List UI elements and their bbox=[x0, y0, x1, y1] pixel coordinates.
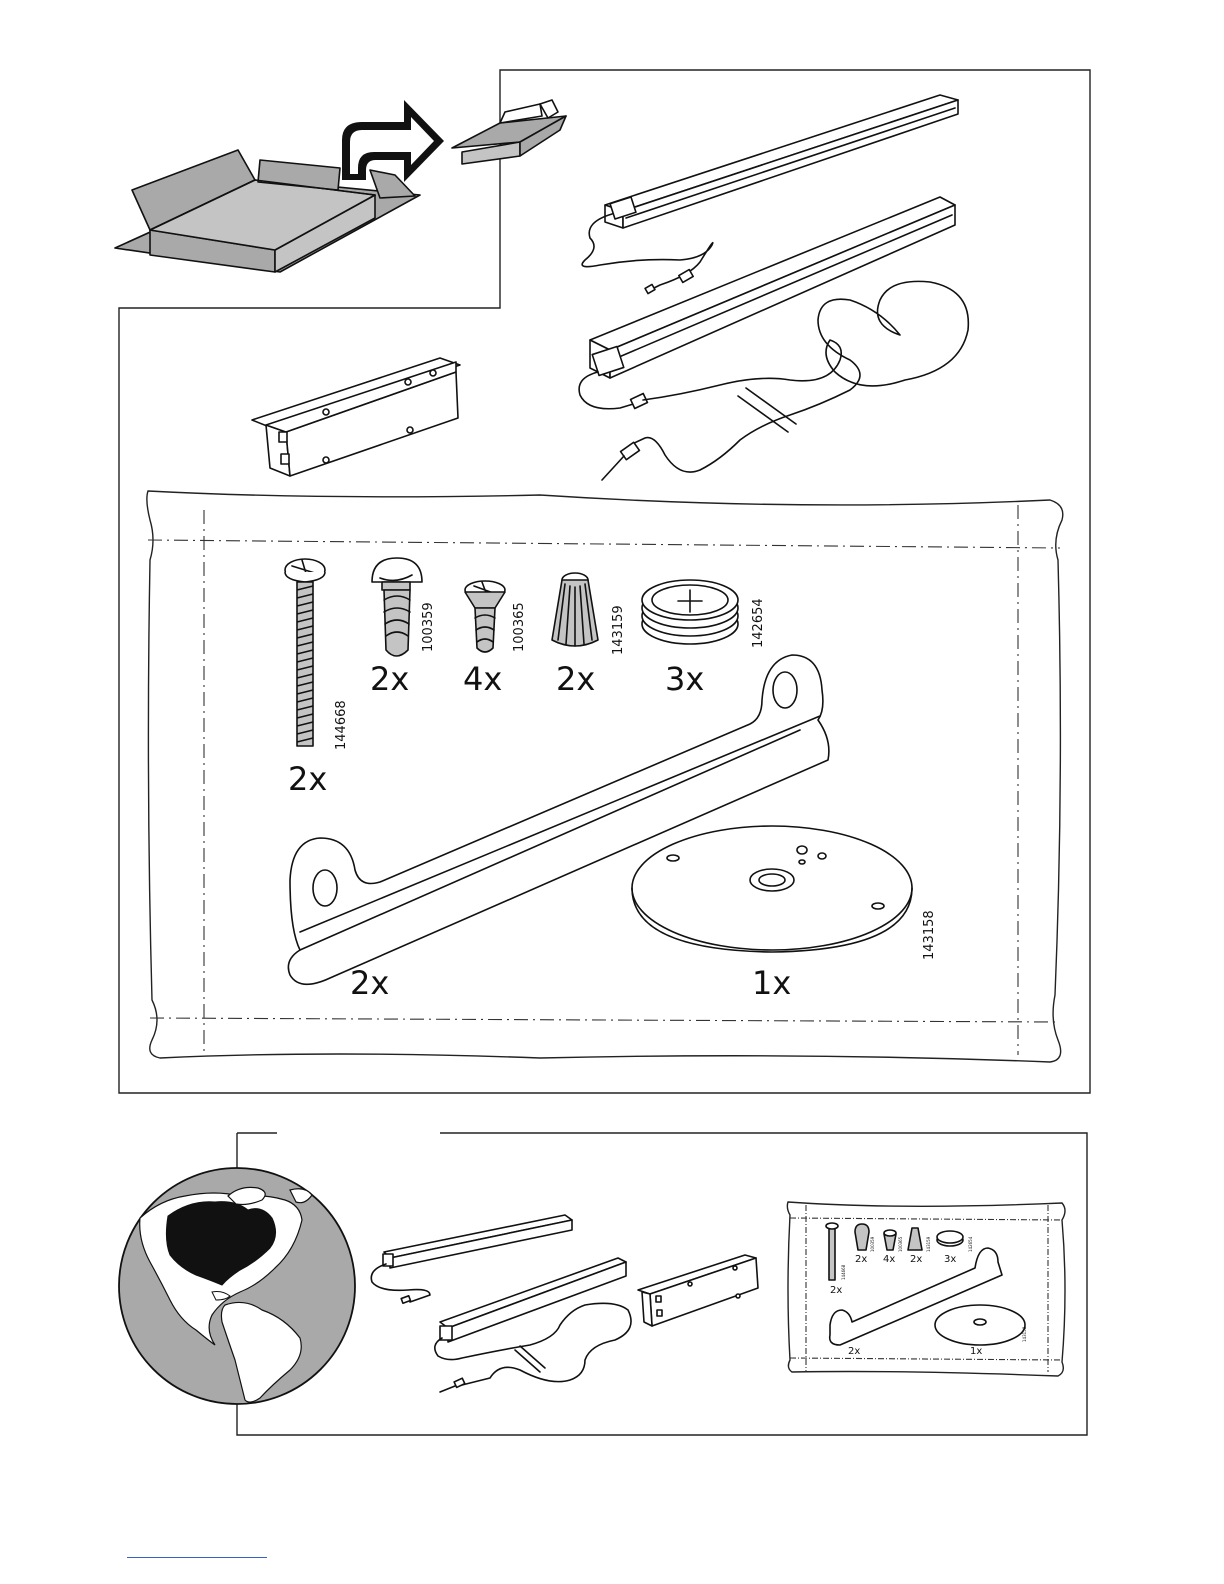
pan-screw-icon bbox=[372, 558, 422, 656]
base-plate-code: 143158 bbox=[922, 910, 937, 960]
globe-icon bbox=[119, 1168, 355, 1404]
small-foot-pad-qty: 3x bbox=[944, 1254, 956, 1265]
flat-screw-icon bbox=[465, 581, 505, 652]
box-icon bbox=[115, 150, 420, 272]
flat-screw-code: 100365 bbox=[512, 602, 527, 652]
small-screw-pan-qty: 2x bbox=[855, 1254, 867, 1265]
foot-pad-icon bbox=[642, 580, 738, 644]
small-plate-code: 143158 bbox=[1022, 1326, 1027, 1342]
parts-bag-small bbox=[787, 1202, 1065, 1376]
wire-nut-code: 143159 bbox=[611, 605, 626, 655]
pan-screw-code: 100359 bbox=[421, 602, 436, 652]
small-screw-pan-code: 100359 bbox=[870, 1236, 875, 1252]
small-bracket-qty: 2x bbox=[848, 1346, 860, 1357]
foot-pad-code: 142654 bbox=[751, 598, 766, 648]
small-wire-nut-qty: 2x bbox=[910, 1254, 922, 1265]
light-bar-icon bbox=[582, 95, 958, 294]
small-wire-nut-code: 143159 bbox=[926, 1236, 931, 1252]
foot-pad-qty: 3x bbox=[665, 660, 704, 698]
parts-bag bbox=[147, 491, 1063, 1062]
wire-nut-qty: 2x bbox=[556, 660, 595, 698]
bolt-icon bbox=[285, 559, 325, 746]
small-screw-flat-qty: 4x bbox=[883, 1254, 895, 1265]
wire-nut-icon bbox=[552, 573, 598, 646]
flat-screw-qty: 4x bbox=[463, 660, 502, 698]
driver-icon bbox=[252, 358, 460, 476]
driver-small-icon bbox=[638, 1255, 758, 1326]
bracket-qty: 2x bbox=[350, 964, 389, 1002]
light-bar-small-long-icon bbox=[435, 1258, 631, 1392]
arrow-icon bbox=[342, 100, 444, 182]
small-bolt-qty: 2x bbox=[830, 1285, 842, 1296]
footer-rule bbox=[127, 1557, 267, 1558]
light-bar-long-icon bbox=[579, 197, 968, 480]
small-bolt-code: 144668 bbox=[841, 1264, 846, 1280]
bolt-qty: 2x bbox=[288, 760, 327, 798]
base-plate-qty: 1x bbox=[752, 964, 791, 1002]
base-plate-icon bbox=[632, 826, 912, 952]
small-screw-flat-code: 100365 bbox=[898, 1236, 903, 1252]
small-plate-qty: 1x bbox=[970, 1346, 982, 1357]
bolt-code: 144668 bbox=[334, 700, 349, 750]
pan-screw-qty: 2x bbox=[370, 660, 409, 698]
packed-bar-icon bbox=[452, 100, 566, 164]
small-foot-pad-code: 142654 bbox=[968, 1236, 973, 1252]
